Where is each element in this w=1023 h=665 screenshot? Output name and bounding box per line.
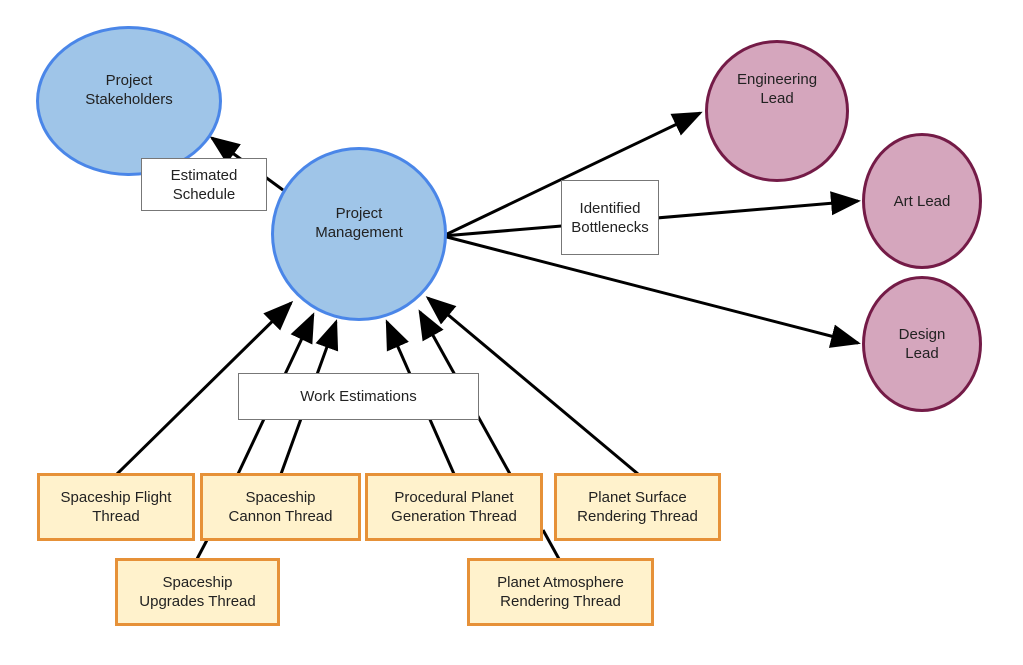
node-spaceship-upgrades-thread[interactable]: Spaceship Upgrades Thread (115, 558, 280, 626)
node-label: Project Management (315, 205, 403, 241)
label-estimated-schedule: Estimated Schedule (141, 158, 267, 211)
node-project-management[interactable]: Project Management (271, 147, 447, 321)
edge-surface-to-management (425, 296, 639, 476)
node-design-lead[interactable]: Design Lead (862, 276, 982, 412)
node-procedural-planet-thread[interactable]: Procedural Planet Generation Thread (365, 473, 543, 541)
node-spaceship-cannon-thread[interactable]: Spaceship Cannon Thread (200, 473, 361, 541)
label-text: Work Estimations (300, 388, 417, 405)
node-spaceship-flight-thread[interactable]: Spaceship Flight Thread (37, 473, 195, 541)
edge-atmosphere-to-procedural (541, 529, 561, 560)
node-label: Spaceship Upgrades Thread (139, 574, 256, 610)
label-text: Estimated Schedule (170, 166, 238, 203)
edge-flight-to-management (115, 300, 294, 476)
node-label: Spaceship Flight Thread (60, 489, 172, 525)
node-label: Project Stakeholders (85, 72, 173, 108)
node-label: Spaceship Cannon Thread (228, 489, 333, 525)
node-label: Art Lead (893, 192, 951, 210)
node-planet-surface-thread[interactable]: Planet Surface Rendering Thread (554, 473, 721, 541)
node-label: Planet Atmosphere Rendering Thread (497, 574, 624, 610)
node-label: Design Lead (898, 326, 946, 362)
edge-upgrades-to-cannon (195, 539, 209, 560)
node-art-lead[interactable]: Art Lead (862, 133, 982, 269)
edge-management-to-design (442, 234, 861, 348)
label-text: Identified Bottlenecks (571, 199, 649, 236)
node-engineering-lead[interactable]: Engineering Lead (705, 40, 849, 182)
node-label: Engineering Lead (736, 71, 818, 107)
node-label: Planet Surface Rendering Thread (577, 489, 698, 525)
node-label: Procedural Planet Generation Thread (391, 489, 517, 525)
edge-management-to-engineering (442, 111, 703, 238)
node-project-stakeholders[interactable]: Project Stakeholders (36, 26, 222, 176)
node-planet-atmosphere-thread[interactable]: Planet Atmosphere Rendering Thread (467, 558, 654, 626)
label-work-estimations: Work Estimations (238, 373, 479, 420)
label-identified-bottlenecks: Identified Bottlenecks (561, 180, 659, 255)
